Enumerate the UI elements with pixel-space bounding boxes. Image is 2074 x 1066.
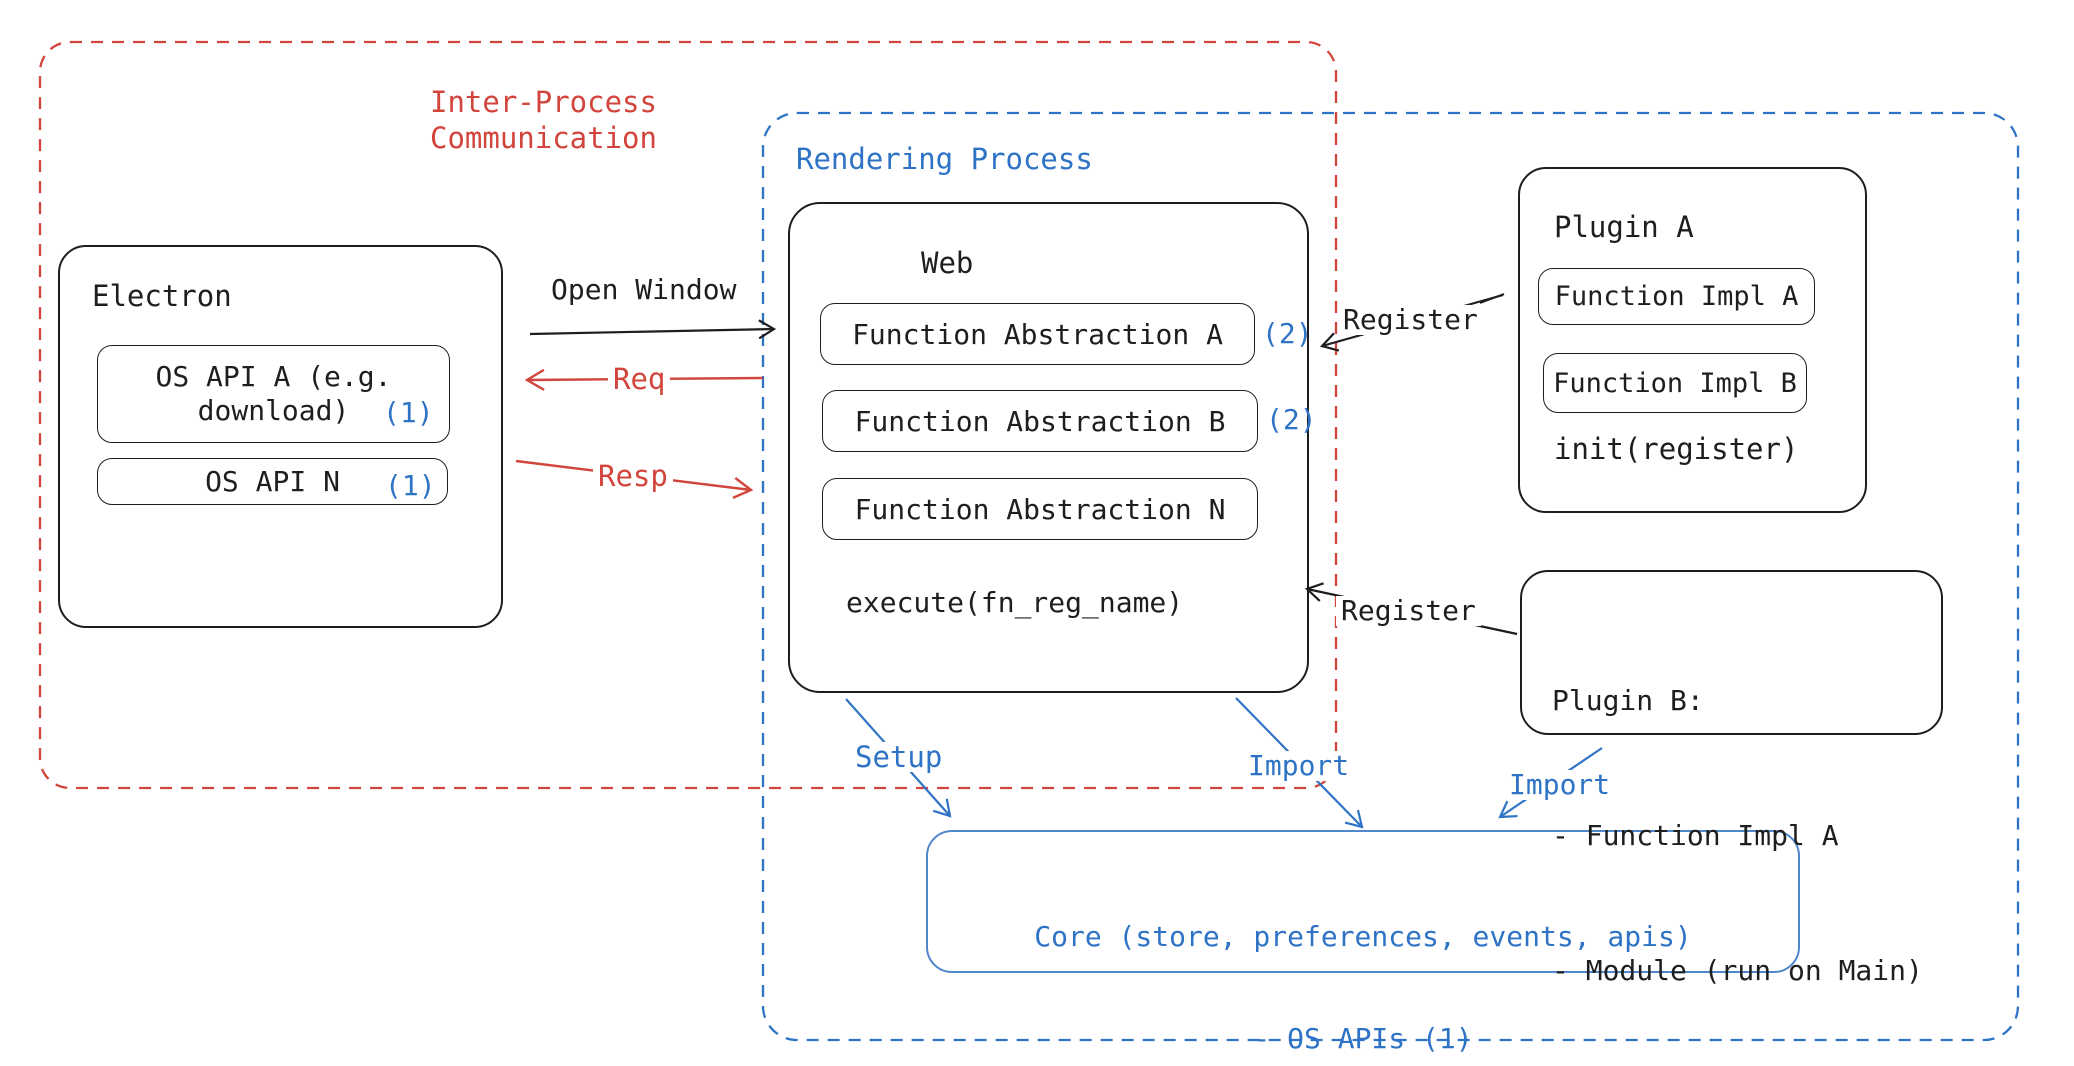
function-impl-b-box: Function Impl B [1543, 353, 1807, 413]
register-a-arrow-label: Register [1338, 305, 1483, 335]
function-abstraction-b-label: Function Abstraction B [854, 404, 1226, 438]
os-api-a-label-line1: OS API A (e.g. [155, 360, 392, 393]
rendering-process-label: Rendering Process [796, 142, 1093, 176]
setup-arrow-label: Setup [850, 742, 948, 772]
open-window-arrow-label: Open Window [551, 273, 737, 306]
plugin-b-line-impl: - Function Impl A [1552, 819, 1839, 852]
plugin-a-title: Plugin A [1554, 210, 1694, 244]
import-plugin-arrow-label: Import [1504, 770, 1616, 800]
function-abstraction-b-box: Function Abstraction B [822, 390, 1258, 452]
register-b-arrow-label: Register [1336, 596, 1481, 626]
function-abstraction-n-box: Function Abstraction N [822, 478, 1258, 540]
register-a-arrow-tail-tick [1479, 293, 1505, 304]
plugin-b-line-module: - Module (run on Main) [1552, 954, 1923, 987]
web-title: Web [921, 246, 974, 280]
electron-title: Electron [92, 279, 232, 313]
os-api-a-label-line2: download) [197, 394, 350, 427]
function-abstraction-n-label: Function Abstraction N [854, 492, 1226, 526]
function-impl-a-box: Function Impl A [1538, 268, 1815, 325]
function-abstraction-a-label: Function Abstraction A [852, 317, 1223, 351]
os-api-n-number-badge: (1) [385, 469, 436, 502]
resp-arrow-label: Resp [593, 461, 673, 491]
function-abstraction-a-badge: (2) [1262, 317, 1313, 350]
function-abstraction-a-box: Function Abstraction A [820, 303, 1255, 365]
open-window-arrow [529, 319, 777, 340]
function-impl-a-label: Function Impl A [1554, 281, 1799, 312]
ipc-container-label: Inter-Process Communication [430, 85, 657, 155]
execute-fn-text: execute(fn_reg_name) [846, 586, 1184, 619]
req-arrow-label: Req [608, 364, 671, 394]
function-impl-b-label: Function Impl B [1553, 367, 1797, 399]
os-api-n-label: OS API N [205, 465, 340, 498]
function-abstraction-b-badge: (2) [1266, 403, 1317, 436]
plugin-b-content: Plugin B: - Function Impl A - Module (ru… [1552, 588, 1923, 1066]
plugin-b-title: Plugin B: [1552, 684, 1704, 717]
os-api-a-number-badge: (1) [383, 396, 434, 429]
plugin-a-init-text: init(register) [1554, 432, 1799, 466]
import-web-arrow-label: Import [1243, 751, 1355, 781]
